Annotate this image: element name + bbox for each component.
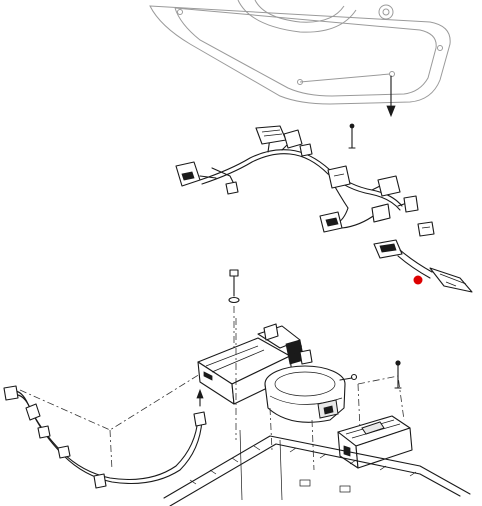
- assembly-arrow-upper: [386, 75, 396, 118]
- roof-panel: [149, 0, 451, 105]
- mounting-bracket: [163, 318, 471, 506]
- round-fan-unit: [264, 365, 358, 423]
- connector-plug: [373, 239, 473, 293]
- wiring-harness-upper: [175, 123, 435, 237]
- control-module-box: [197, 323, 313, 405]
- callout-dot: [413, 275, 423, 285]
- wiring-harness-lower: [3, 373, 207, 489]
